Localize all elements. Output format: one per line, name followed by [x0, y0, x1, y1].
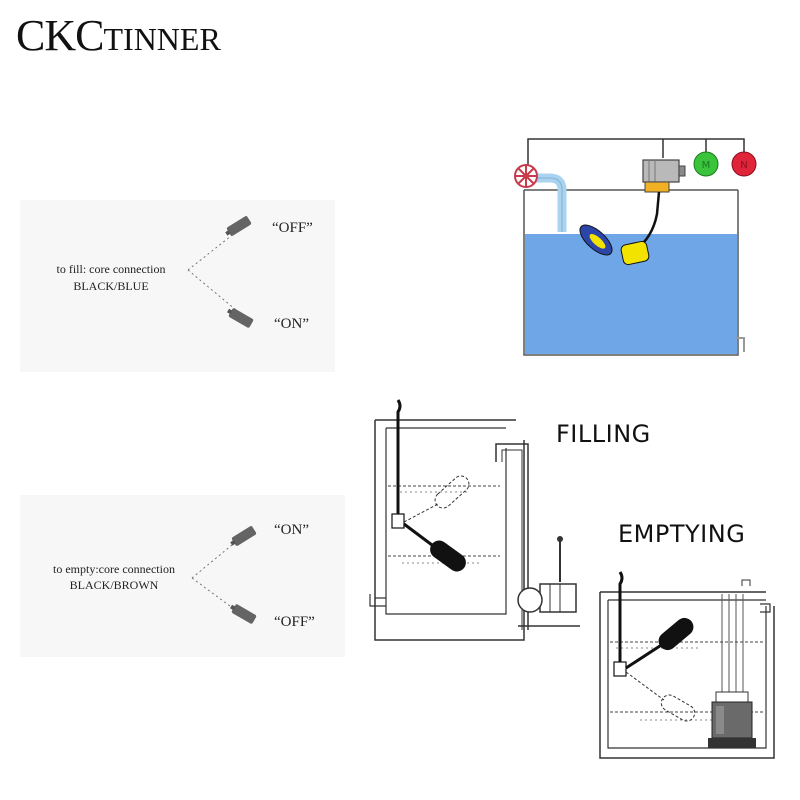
emptying-title: EMPTYING: [618, 520, 746, 548]
valve-wheel-icon: [514, 164, 538, 188]
fill-connection-label: to fill: core connection: [56, 262, 166, 276]
emptying-tank-outer: [599, 592, 775, 759]
fill-float-on-icon: [227, 308, 254, 328]
pump-unit-icon: [642, 159, 686, 193]
emptying-float-cable: [618, 571, 624, 664]
brand-prefix: CKC: [16, 11, 104, 60]
empty-float-off-icon: [230, 604, 257, 624]
emptying-pump-icon: [708, 691, 756, 748]
tank-control-diagram: M N: [514, 138, 757, 356]
empty-lower-state-label: “OFF”: [274, 614, 315, 630]
red-lamp-icon: N: [731, 151, 757, 177]
empty-float-on-icon: [230, 526, 257, 546]
empty-connection-label: to empty:core connection: [53, 562, 175, 576]
filling-diagram: [369, 399, 580, 641]
empty-cable-upper: [191, 539, 239, 579]
svg-text:N: N: [740, 160, 747, 171]
empty-upper-state-label: “ON”: [274, 522, 309, 538]
emptying-float-lower-ghost: [660, 694, 696, 722]
fill-mode-panel: [20, 200, 335, 372]
empty-mode-switch-diagram: [191, 526, 257, 624]
fill-mode-switch-diagram: [187, 216, 254, 328]
filling-title: FILLING: [556, 420, 651, 448]
emptying-diagram: [599, 571, 775, 759]
fill-upper-state-label: “OFF”: [272, 220, 313, 236]
filling-pump-icon: [517, 536, 580, 627]
fill-connection-wires: BLACK/BLUE: [73, 279, 149, 293]
filling-float-cable: [396, 399, 402, 516]
svg-text:M: M: [702, 160, 711, 171]
green-lamp-icon: M: [693, 151, 719, 177]
blue-float-switch: [579, 224, 613, 256]
yellow-float-switch: [620, 240, 650, 266]
fill-cable-upper: [187, 231, 237, 271]
fill-float-off-icon: [225, 216, 252, 236]
filling-float-upper-ghost: [434, 475, 470, 509]
filling-float-lower: [430, 540, 466, 572]
brand-logo: CKCTINNER: [16, 10, 221, 61]
fill-lower-state-label: “ON”: [274, 316, 309, 332]
fill-cable-lower: [187, 269, 237, 311]
empty-connection-wires: BLACK/BROWN: [69, 578, 159, 592]
empty-mode-panel: [20, 495, 345, 657]
brand-suffix: TINNER: [103, 21, 221, 57]
emptying-float-upper: [658, 617, 694, 651]
control-wiring: [527, 138, 745, 166]
filling-tank-outer: [374, 420, 525, 641]
filling-inlet-pipe: [495, 443, 529, 630]
